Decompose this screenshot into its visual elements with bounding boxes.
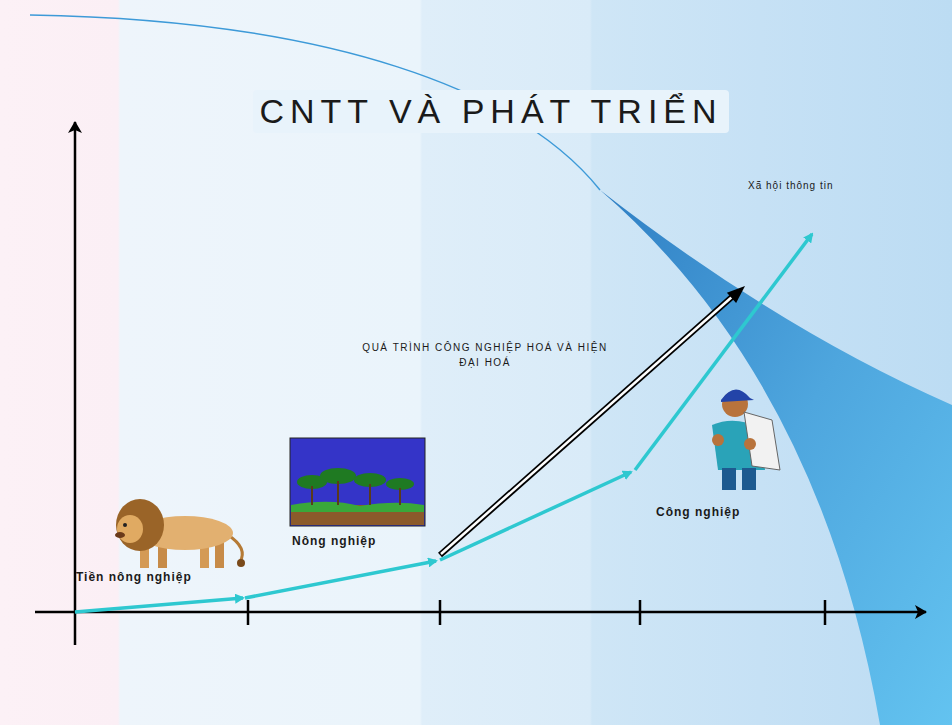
stage-label: Tiền nông nghiệp <box>76 570 192 584</box>
agriculture-picture <box>290 438 425 526</box>
axis-ticks <box>248 600 825 625</box>
y-axis <box>74 122 77 645</box>
blue-wedge <box>600 190 952 725</box>
x-axis <box>35 611 926 614</box>
stage-label: Xã hội thông tin <box>748 180 834 191</box>
stage-label: Công nghiệp <box>656 505 740 519</box>
diagram-title: CNTT VÀ PHÁT TRIỂN <box>253 90 728 133</box>
development-path <box>75 234 812 612</box>
worker-figure <box>712 389 780 490</box>
process-label: QUÁ TRÌNH CÔNG NGHIỆP HOÁ VÀ HIỆN ĐẠI HO… <box>350 340 620 370</box>
stage-label: Nông nghiệp <box>292 534 376 548</box>
lion-figure <box>115 499 245 568</box>
shortcut-arrow <box>440 286 745 555</box>
